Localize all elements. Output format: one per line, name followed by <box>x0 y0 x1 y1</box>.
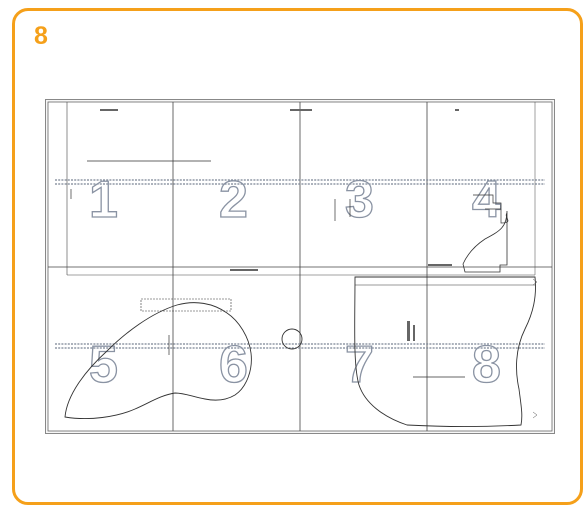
tile-number-4: 4 <box>472 171 501 229</box>
pattern-piece-top-right <box>462 210 508 273</box>
tile-number-1: 1 <box>89 171 118 229</box>
tile-number-7: 7 <box>345 336 374 394</box>
pattern-sheet: 1 2 3 4 5 6 7 8 <box>45 99 555 434</box>
step-number: 8 <box>34 22 48 50</box>
pattern-piece-large <box>354 276 536 427</box>
pattern-layout-svg: 1 2 3 4 5 6 7 8 <box>45 99 555 434</box>
tile-number-6: 6 <box>219 336 248 394</box>
piece-text-mark <box>407 321 410 341</box>
tile-number-8: 8 <box>472 336 501 394</box>
corner-arrow-icon <box>532 278 538 286</box>
pattern-piece-left <box>64 302 252 419</box>
piece-label-box <box>140 298 232 312</box>
tile-grid <box>48 102 552 431</box>
alignment-band <box>55 179 545 349</box>
pattern-marks-top <box>70 160 509 224</box>
corner-arrow-icon <box>532 411 538 419</box>
tile-number-3: 3 <box>345 171 374 229</box>
header-marks <box>100 109 459 271</box>
piece-text-mark-2 <box>413 325 415 341</box>
pattern-piece-circle <box>281 328 303 350</box>
tile-number-2: 2 <box>219 171 248 229</box>
